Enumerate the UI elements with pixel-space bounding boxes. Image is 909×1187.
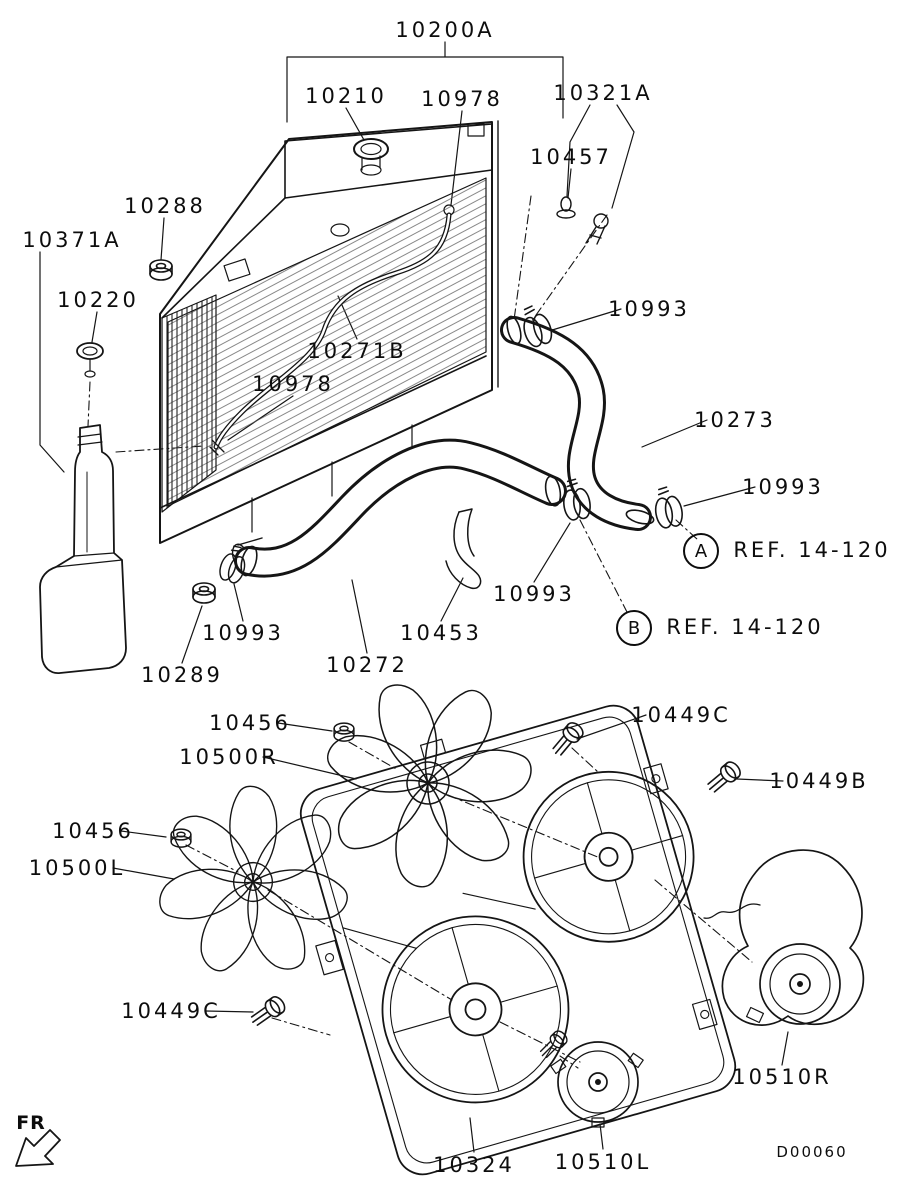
callout-10449c-left: 10449C	[121, 999, 221, 1023]
radiator	[159, 120, 499, 569]
callout-10271b: 10271B	[307, 339, 407, 363]
bolt-10449c-left	[246, 993, 289, 1031]
callout-10200a: 10200A	[395, 18, 495, 42]
fr-arrow-icon	[15, 1129, 61, 1167]
lower-hose-10272	[234, 438, 567, 578]
shroud-opening-right	[522, 770, 695, 943]
callout-10510r: 10510R	[732, 1065, 832, 1089]
callout-10288: 10288	[124, 194, 206, 218]
ref-a-circle: A	[683, 533, 719, 569]
callout-10321a: 10321A	[553, 81, 653, 105]
fan-shroud-10324	[299, 704, 737, 1176]
callout-10500l: 10500L	[28, 856, 126, 880]
fan-10500l	[158, 781, 354, 979]
callout-10993-right: 10993	[742, 475, 824, 499]
callout-10456-right: 10456	[209, 711, 291, 735]
upper-hose-10273	[500, 315, 655, 531]
callout-10324: 10324	[433, 1153, 515, 1177]
callout-10993-mid: 10993	[493, 582, 575, 606]
callout-10457: 10457	[530, 145, 612, 169]
ref-b-text: REF. 14-120	[666, 615, 824, 639]
callout-10449c-top: 10449C	[631, 703, 731, 727]
grommet-10288	[149, 259, 173, 281]
callout-10456-left: 10456	[52, 819, 134, 843]
ref-a-text: REF. 14-120	[733, 538, 891, 562]
overflow-hose-10271b	[209, 212, 452, 456]
sensor-10457	[556, 196, 609, 245]
reservoir-tank	[39, 342, 127, 674]
callout-10449b: 10449B	[769, 769, 869, 793]
shroud-opening-left	[381, 915, 570, 1104]
ref-b-circle: B	[616, 610, 652, 646]
callout-10289: 10289	[141, 663, 223, 687]
callout-10453: 10453	[400, 621, 482, 645]
drawing-code: D00060	[776, 1143, 848, 1161]
bolt-10449b	[703, 758, 744, 797]
callout-10371a: 10371A	[22, 228, 122, 252]
callout-10220: 10220	[57, 288, 139, 312]
radiator-cap	[353, 138, 389, 176]
callout-10510l: 10510L	[554, 1150, 652, 1174]
drain-plug-10289	[192, 582, 216, 604]
fr-orientation-label: FR	[16, 1112, 46, 1134]
fan-motor-10510l	[550, 1041, 644, 1128]
fan-10500r	[320, 681, 535, 893]
callout-10500r: 10500R	[179, 745, 279, 769]
reservoir-cap	[76, 342, 104, 378]
callout-10993-upper: 10993	[608, 297, 690, 321]
callout-10993-left: 10993	[202, 621, 284, 645]
callout-10978-mid: 10978	[252, 372, 334, 396]
callout-10272: 10272	[326, 653, 408, 677]
callout-10978-top: 10978	[421, 87, 503, 111]
fan-motor-10510r	[703, 849, 865, 1026]
bolt-10449c-top	[548, 719, 587, 760]
mount-10456-right	[333, 722, 355, 742]
callout-10210: 10210	[305, 84, 387, 108]
callout-10273: 10273	[694, 408, 776, 432]
hose-clip-10978	[209, 439, 225, 456]
bracket-10453	[445, 508, 482, 590]
